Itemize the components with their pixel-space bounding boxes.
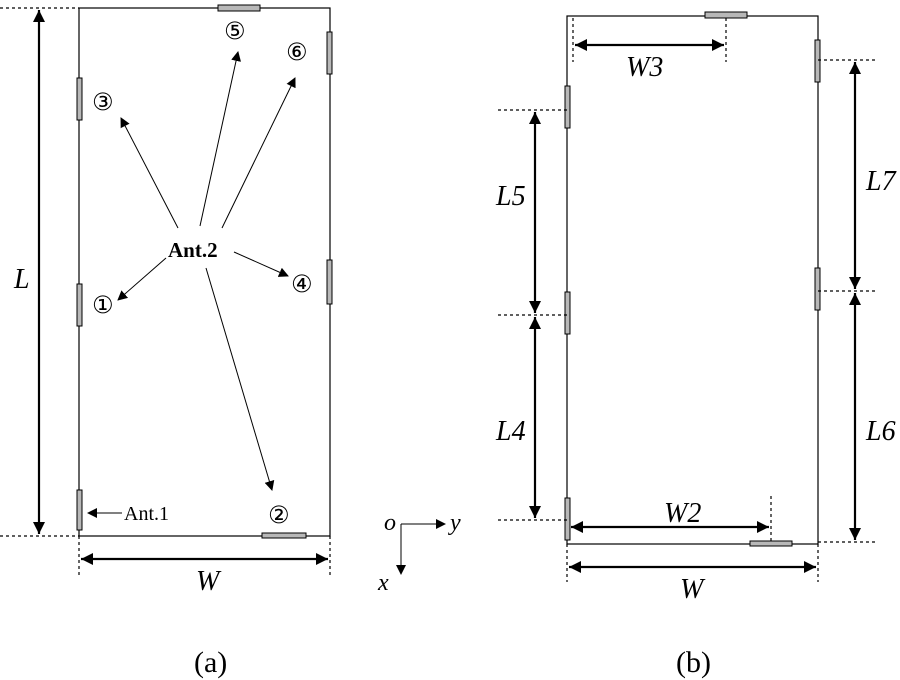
w2-label: W2 [664, 498, 701, 529]
position-2-label: ② [268, 501, 290, 529]
l6-label: L6 [865, 416, 896, 447]
panel-a-length-label: L [13, 264, 30, 295]
ant1-element [76, 489, 83, 531]
panel-b-top-element [704, 11, 748, 19]
ant2-label: Ant.2 [168, 238, 218, 262]
panel-b-bottom-element [749, 540, 793, 547]
position-3-element [76, 77, 83, 121]
arrow-to-position-2 [205, 267, 275, 491]
position-1-element [76, 283, 83, 327]
panel-b-upper-left-element [564, 85, 571, 129]
arrow-to-position-6 [221, 77, 296, 229]
arrow-to-position-4 [233, 251, 289, 277]
x-axis-label: x [377, 570, 389, 596]
panel-b-bottom-left-element [564, 497, 571, 541]
y-axis-label: y [448, 510, 461, 536]
panel-a-caption: (a) [194, 646, 227, 679]
position-4-element [326, 259, 333, 305]
l5-label: L5 [495, 181, 526, 212]
position-6-element [326, 31, 333, 75]
origin-label: o [384, 510, 396, 536]
w3-label: W3 [626, 52, 663, 83]
arrow-to-position-5 [199, 51, 241, 227]
coordinate-axes: o y x [377, 510, 461, 596]
l4-label: L4 [495, 416, 526, 447]
position-4-label: ④ [291, 270, 313, 298]
panel-b-board-outline [566, 15, 819, 545]
position-6-label: ⑥ [286, 38, 308, 66]
panel-b-caption: (b) [676, 646, 711, 679]
position-1-label: ① [92, 291, 114, 319]
position-5-label: ⑤ [224, 17, 246, 45]
position-2-element [261, 532, 307, 539]
arrow-to-position-3 [120, 117, 179, 229]
position-3-label: ③ [92, 88, 114, 116]
panel-b-width-label: W [680, 574, 706, 605]
l7-label: L7 [865, 166, 897, 197]
panel-b-middle-left-element [564, 291, 571, 335]
panel-a: L W Ant.1 Ant.2 ① ② ③ ④ ⑤ ⑥ (a) [0, 4, 333, 679]
panel-b-upper-right-element [814, 39, 821, 83]
panel-b-middle-right-element [814, 267, 821, 311]
panel-b: W3 L5 L4 L7 L6 W2 W (b) [495, 11, 897, 679]
ant1-label: Ant.1 [124, 503, 169, 525]
position-5-element [217, 4, 261, 12]
arrow-to-position-1 [117, 257, 167, 301]
panel-a-width-label: W [196, 566, 222, 597]
